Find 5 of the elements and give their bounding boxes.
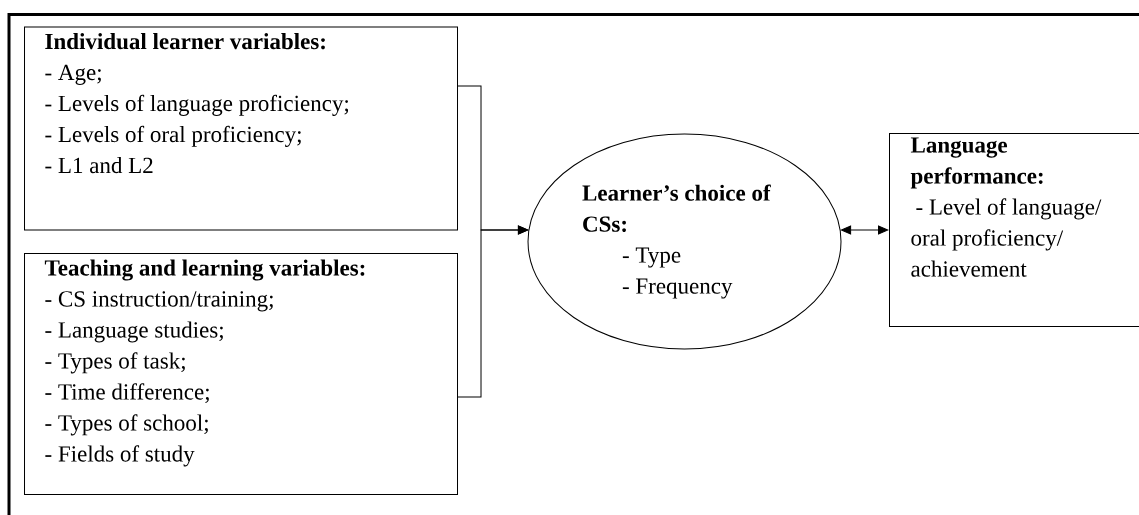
variables-box: Teaching and learning variables: - CS instruction/training; - Language studies; - Types of task; - Time difference; - Types of school; - Fields of study <box>24 253 458 495</box>
performance-box: Language performance: - Level of language/ oral proficiency/ achievement <box>889 133 1139 327</box>
variables-box: Individual learner variables: - Age; - Levels of language proficiency; - Levels of oral proficiency; - L1 and L2 <box>24 26 458 231</box>
arrow <box>840 225 889 235</box>
arrow <box>457 225 529 398</box>
